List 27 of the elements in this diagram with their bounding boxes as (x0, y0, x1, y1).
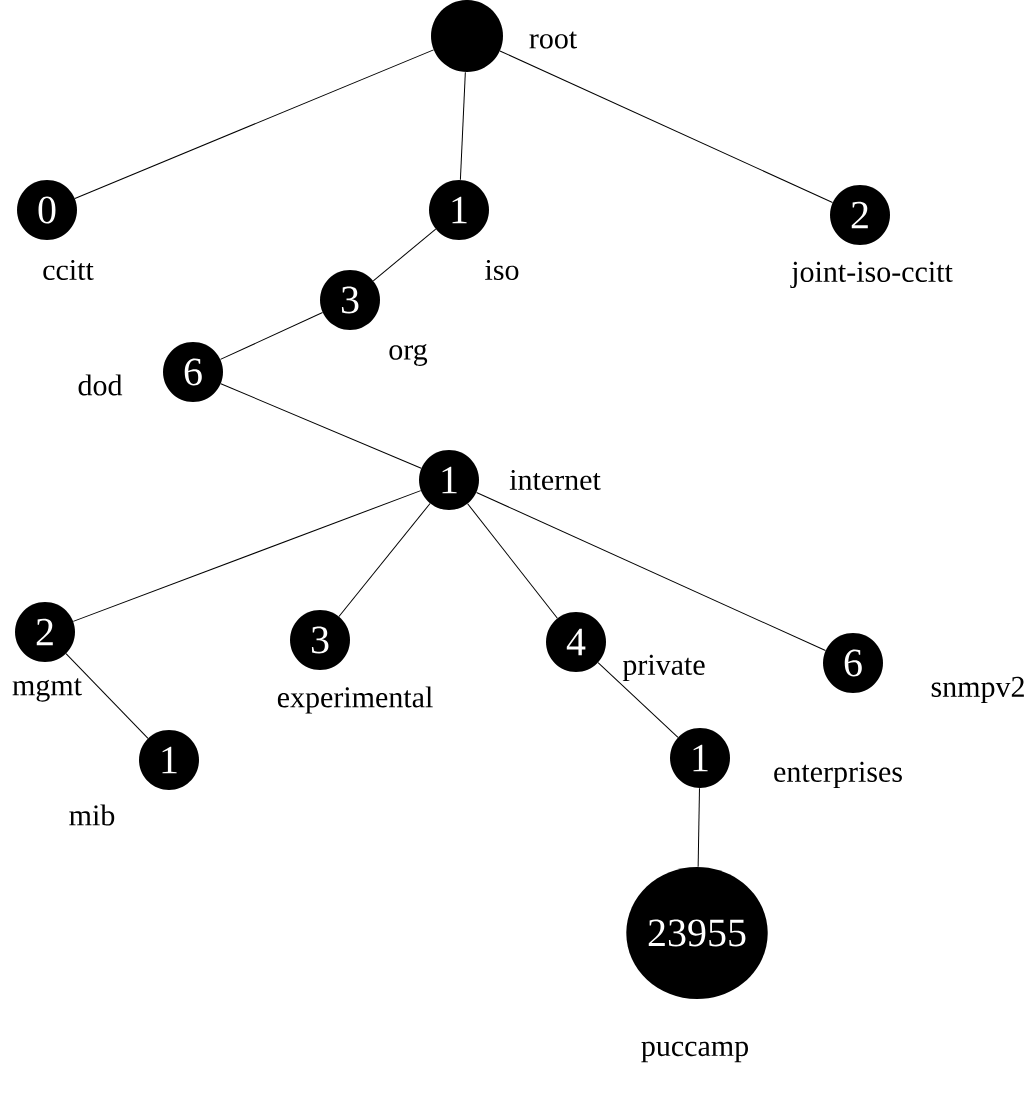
node-label: iso (485, 259, 519, 281)
node-label: ccitt (43, 259, 94, 281)
connector-line (697, 787, 700, 868)
node-label: enterprises (774, 761, 902, 789)
node-label: mgmt (12, 678, 82, 702)
connector-line (499, 50, 834, 203)
node-label: experimental (277, 686, 433, 714)
node-label: mib (69, 804, 115, 826)
connector-line (597, 662, 679, 738)
connector-line (372, 228, 437, 282)
connector-line (72, 490, 422, 622)
node-label: joint-iso-ccitt (790, 261, 953, 289)
connector-line (338, 503, 431, 617)
connector-line (459, 71, 466, 181)
node-label: dod (78, 374, 123, 396)
connector-line (220, 383, 422, 469)
node-label: org (389, 344, 428, 366)
connector-line (74, 49, 435, 199)
connector-line (219, 312, 324, 360)
node-label: internet (509, 469, 601, 491)
node-label: private (622, 654, 705, 682)
node-label: snmpv2 (931, 676, 1024, 704)
connector-line (65, 653, 149, 739)
connector-line (467, 503, 558, 619)
connector-line (476, 491, 826, 652)
node-label: puccamp (641, 1041, 748, 1063)
node-label: root (529, 31, 577, 49)
